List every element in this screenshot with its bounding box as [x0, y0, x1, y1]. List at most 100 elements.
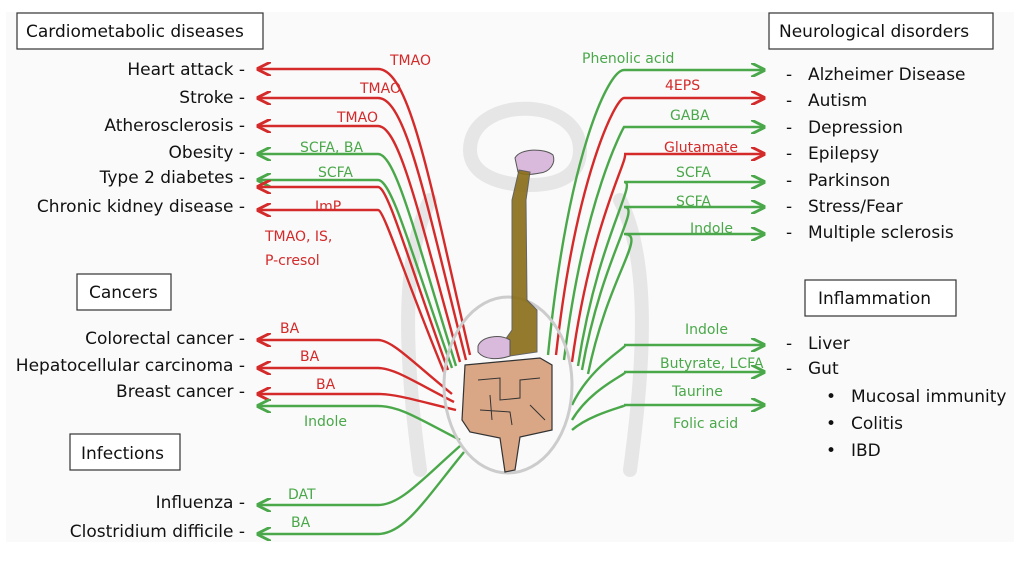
- arrow-left-12: [258, 451, 465, 534]
- arrow-left-10: [258, 406, 461, 442]
- arrow-right-1: [554, 98, 764, 356]
- disease-label: Hepatocellular carcinoma -: [16, 356, 245, 376]
- duodenum: [477, 336, 511, 360]
- metabolite-label: Folic acid: [673, 416, 738, 432]
- disease-label: Obesity -: [169, 143, 245, 163]
- disorder-label: Stress/Fear: [808, 197, 903, 217]
- category-title: Neurological disorders: [779, 22, 969, 42]
- metabolite-label: Indole: [685, 322, 728, 338]
- dash-marker: -: [786, 359, 792, 379]
- disease-label: Stroke -: [179, 88, 245, 108]
- metabolite-label: ImP: [315, 199, 341, 215]
- arrow-left-1: [258, 98, 468, 361]
- arrow-left-2: [258, 126, 462, 363]
- metabolite-label: GABA: [670, 108, 710, 124]
- metabolite-label: SCFA: [676, 165, 711, 181]
- gut-subitem: Colitis: [851, 414, 903, 434]
- disease-label: Breast cancer -: [116, 382, 245, 402]
- metabolite-label: BA: [280, 321, 300, 337]
- disorder-label: Alzheimer Disease: [808, 65, 966, 85]
- dash-marker: -: [786, 197, 792, 217]
- arrows-group: [258, 69, 764, 534]
- metabolite-label: TMAO, IS,: [264, 229, 332, 245]
- arrow-left-0: [258, 69, 472, 356]
- intestine: [461, 357, 553, 473]
- metabolite-label: SCFA: [676, 194, 711, 210]
- category-infections: Infections: [69, 433, 181, 471]
- arrow-right-8: [570, 372, 764, 421]
- disease-label: Colorectal cancer -: [85, 329, 245, 349]
- disorder-label: Parkinson: [808, 171, 890, 191]
- dash-marker: -: [786, 65, 792, 85]
- category-title: Cancers: [89, 283, 158, 303]
- bullet-icon: •: [826, 414, 836, 434]
- metabolite-label: TMAO: [359, 81, 401, 97]
- disorder-label: Autism: [808, 91, 867, 111]
- metabolite-label: BA: [300, 349, 320, 365]
- disease-label: Clostridium difficile -: [70, 522, 245, 542]
- bullet-icon: •: [826, 387, 836, 407]
- gut-subitem: Mucosal immunity: [851, 387, 1006, 407]
- dash-marker: -: [786, 144, 792, 164]
- arrow-right-3: [570, 154, 764, 363]
- dash-marker: -: [786, 223, 792, 243]
- disorder-label: Multiple sclerosis: [808, 223, 954, 243]
- arrow-left-3: [258, 154, 458, 367]
- dash-marker: -: [786, 118, 792, 138]
- arrow-left-9: [258, 394, 457, 412]
- arrow-right-4: [576, 182, 764, 367]
- metabolite-label: BA: [291, 515, 311, 531]
- arrow-left-6: [258, 210, 446, 373]
- metabolite-label: Indole: [304, 414, 347, 430]
- arrow-left-11: [258, 445, 461, 505]
- metabolite-label: BA: [316, 377, 336, 393]
- metabolite-label: Taurine: [671, 384, 723, 400]
- metabolite-label: TMAO: [336, 110, 378, 126]
- metabolite-label: SCFA, BA: [300, 140, 364, 156]
- arrow-right-5: [580, 207, 764, 371]
- category-title: Cardiometabolic diseases: [26, 22, 244, 42]
- arrow-right-0: [546, 70, 764, 356]
- gut-outline: [442, 295, 574, 475]
- category-title: Inflammation: [818, 289, 931, 309]
- esophagus: [504, 169, 538, 357]
- arrow-left-8: [258, 368, 455, 404]
- category-cancers: Cancers: [76, 273, 172, 311]
- bullet-icon: •: [826, 441, 836, 461]
- metabolite-label: Indole: [690, 221, 733, 237]
- dash-marker: -: [786, 334, 792, 354]
- arrow-right-7: [570, 345, 764, 406]
- disease-label: Chronic kidney disease -: [37, 197, 245, 217]
- arrow-right-9: [571, 405, 764, 431]
- category-cardiometabolic: Cardiometabolic diseases: [16, 12, 264, 50]
- disorder-label: Epilepsy: [808, 144, 879, 164]
- disease-label: Influenza -: [156, 493, 245, 513]
- disorder-label: Depression: [808, 118, 903, 138]
- disease-label: Heart attack -: [127, 60, 245, 80]
- dash-marker: -: [786, 171, 792, 191]
- category-inflammation: Inflammation: [804, 279, 957, 317]
- gut-subitem: IBD: [851, 441, 881, 461]
- metabolite-label: P-cresol: [265, 253, 320, 269]
- arrow-left-5: [258, 187, 450, 371]
- arrow-left-4: [258, 180, 454, 369]
- metabolite-label: Glutamate: [664, 140, 738, 156]
- category-title: Infections: [81, 444, 164, 464]
- background-panel: [6, 12, 1014, 274]
- metabolite-label: TMAO: [389, 53, 431, 69]
- gut-illustration: [442, 149, 574, 475]
- body-silhouette: [401, 101, 649, 477]
- dash-marker: -: [786, 91, 792, 111]
- disease-label: Type 2 diabetes -: [99, 168, 245, 188]
- metabolite-label: 4EPS: [665, 78, 700, 94]
- arrow-left-7: [258, 340, 453, 395]
- metabolite-label: SCFA: [318, 165, 353, 181]
- arrow-right-6: [586, 234, 764, 375]
- disorder-label: Gut: [808, 359, 839, 379]
- arrow-right-2: [562, 127, 764, 361]
- metabolite-label: DAT: [288, 487, 316, 503]
- disorder-label: Liver: [808, 334, 850, 354]
